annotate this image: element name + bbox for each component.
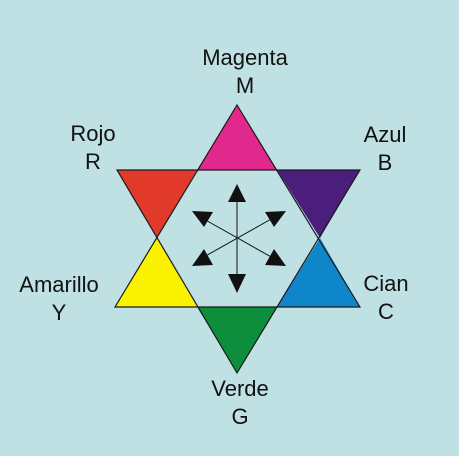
label-verde: Verde G [190, 378, 290, 428]
label-amarillo: Amarillo Y [0, 274, 118, 324]
arrowhead-lower-left [192, 249, 213, 266]
label-rojo: Rojo R [48, 123, 138, 173]
label-verde-code: G [231, 404, 249, 429]
label-azul-name: Azul [363, 122, 407, 147]
arrowhead-upper-left [192, 211, 213, 227]
label-cian-code: C [378, 299, 394, 324]
outline-triangle-up [113, 103, 362, 308]
label-magenta-name: Magenta [202, 45, 288, 70]
outline-triangle-down [115, 169, 362, 375]
label-cian: Cian C [346, 273, 426, 323]
triangle-cian [277, 238, 360, 307]
label-rojo-name: Rojo [70, 121, 116, 146]
arrowhead-upper-right [265, 211, 286, 227]
triangle-rojo [117, 170, 197, 238]
arrowhead-down [228, 274, 246, 293]
triangle-verde [197, 307, 277, 373]
label-amarillo-code: Y [51, 300, 67, 325]
axis-diagonal-2 [201, 217, 274, 259]
label-cian-name: Cian [363, 271, 409, 296]
triangle-azul [277, 170, 360, 238]
label-amarillo-name: Amarillo [19, 272, 99, 297]
arrowhead-lower-right [265, 249, 286, 266]
triangle-amarillo [115, 238, 197, 307]
arrowhead-up [228, 184, 246, 202]
triangle-magenta [197, 105, 277, 170]
label-magenta-code: M [235, 73, 255, 98]
label-magenta: Magenta M [190, 47, 300, 97]
label-azul-code: B [377, 150, 393, 175]
label-azul: Azul B [345, 124, 425, 174]
label-verde-name: Verde [211, 376, 269, 401]
label-rojo-code: R [85, 149, 101, 174]
